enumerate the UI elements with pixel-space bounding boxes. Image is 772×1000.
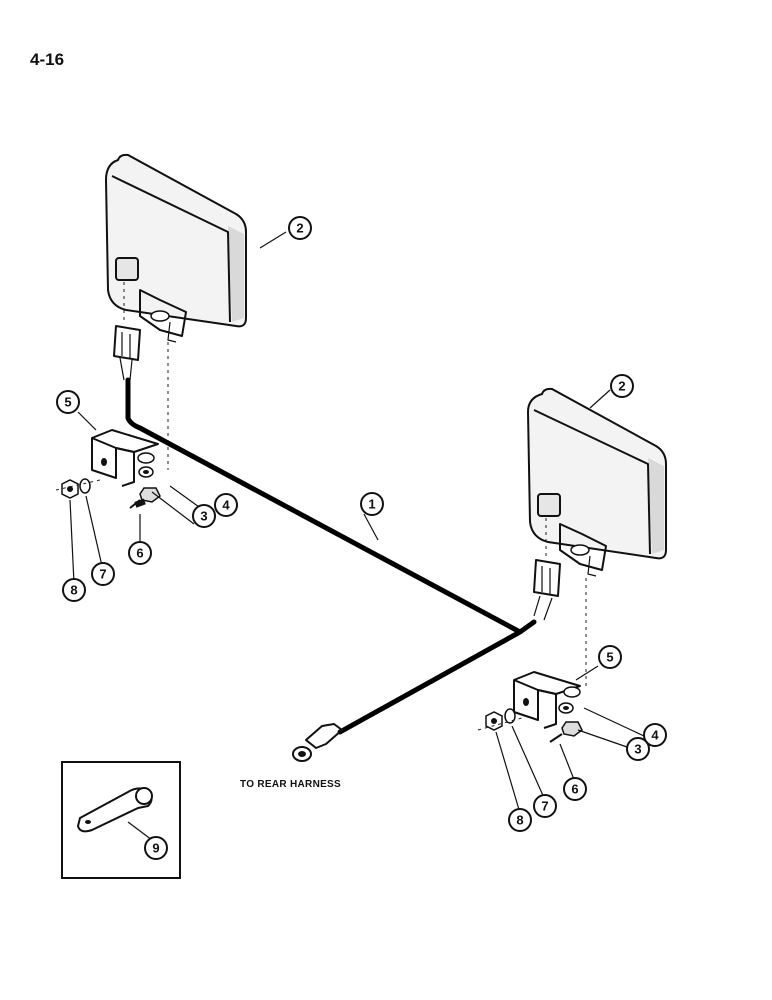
harness-plug xyxy=(292,723,343,762)
callout-6-left: 6 xyxy=(128,541,152,565)
callout-2-upper: 2 xyxy=(288,216,312,240)
callout-3-left: 3 xyxy=(192,504,216,528)
lockwasher-left xyxy=(79,478,91,494)
callout-number: 2 xyxy=(618,379,625,394)
lockwasher-right xyxy=(504,708,516,724)
callout-4-right: 4 xyxy=(643,723,667,747)
callout-6-right: 6 xyxy=(563,777,587,801)
callout-number: 3 xyxy=(200,509,207,524)
callout-number: 2 xyxy=(296,221,303,236)
callout-9: 9 xyxy=(144,836,168,860)
clip-inset xyxy=(61,761,181,879)
connector-left xyxy=(113,325,141,381)
callout-8-right: 8 xyxy=(508,808,532,832)
connector-right xyxy=(533,559,561,621)
callout-number: 8 xyxy=(70,583,77,598)
callout-number: 4 xyxy=(222,498,230,513)
wiring-harness xyxy=(125,377,537,735)
callout-number: 9 xyxy=(152,841,159,856)
callout-number: 4 xyxy=(651,728,659,743)
callout-5-left: 5 xyxy=(56,390,80,414)
callout-number: 5 xyxy=(64,395,71,410)
callout-2-right: 2 xyxy=(610,374,634,398)
callout-7-right: 7 xyxy=(533,794,557,818)
callout-number: 7 xyxy=(99,567,106,582)
rear-harness-note: TO REAR HARNESS xyxy=(240,779,341,790)
callout-number: 3 xyxy=(634,742,641,757)
nut-right xyxy=(485,711,503,731)
callout-5-right: 5 xyxy=(598,645,622,669)
callout-number: 7 xyxy=(541,799,548,814)
callout-number: 8 xyxy=(516,813,523,828)
washer-slot-left xyxy=(137,452,155,478)
leader-lines xyxy=(69,231,645,841)
nut-left xyxy=(61,479,79,499)
callout-1: 1 xyxy=(360,492,384,516)
callout-4-left: 4 xyxy=(214,493,238,517)
callout-7-left: 7 xyxy=(91,562,115,586)
page-number: 4-16 xyxy=(30,50,65,69)
callout-number: 6 xyxy=(136,546,143,561)
bolt-left xyxy=(129,487,161,509)
callout-number: 5 xyxy=(606,650,613,665)
lamp-left xyxy=(104,153,247,470)
lamp-right xyxy=(526,387,667,690)
callout-number: 1 xyxy=(368,497,375,512)
bracket-right xyxy=(513,671,581,729)
callout-3-right: 3 xyxy=(626,737,650,761)
bolt-right xyxy=(549,721,583,743)
callout-number: 6 xyxy=(571,782,578,797)
callout-8-left: 8 xyxy=(62,578,86,602)
washer-slot-right xyxy=(558,686,581,714)
bracket-left xyxy=(91,429,159,487)
